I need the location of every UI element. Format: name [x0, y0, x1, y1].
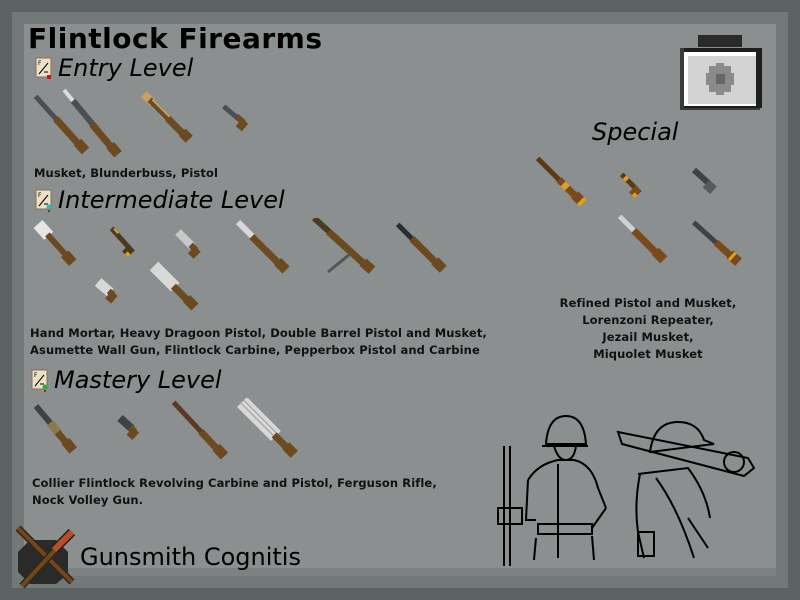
intermediate-caption-line2: Asumette Wall Gun, Flintlock Carbine, Pe…	[30, 343, 480, 357]
special-caption-line: Miquolet Musket	[593, 347, 703, 361]
collier-pistol-icon	[117, 415, 140, 441]
brass-blunderbuss-icon	[141, 91, 193, 143]
blunderbuss-icon	[62, 88, 122, 158]
entry-weapons	[33, 88, 249, 158]
refined-musket-icon	[535, 156, 587, 207]
intermediate-caption: Hand Mortar, Heavy Dragoon Pistol, Doubl…	[30, 325, 487, 359]
entry-caption: Musket, Blunderbuss, Pistol	[34, 166, 219, 180]
soldier-left	[497, 414, 607, 566]
mastery-weapons	[33, 398, 298, 460]
musket-icon	[33, 94, 90, 155]
refined-pistol-icon	[619, 172, 642, 199]
lorenzoni-repeater-icon	[691, 220, 742, 266]
special-caption-line: Jezail Musket,	[602, 330, 694, 344]
double-barrel-musket-icon	[235, 219, 290, 274]
special-weapons	[535, 156, 742, 266]
miquolet-pistol-icon	[691, 167, 717, 194]
intermediate-weapons	[33, 218, 447, 311]
crossed-guns-icon	[10, 520, 80, 590]
nock-volley-gun-icon	[237, 398, 298, 458]
soldiers-sketch	[497, 414, 756, 566]
pepperbox-pistol-icon	[94, 278, 118, 304]
svg-text:F: F	[38, 60, 42, 67]
collier-carbine-icon	[33, 404, 78, 454]
cog-icon	[676, 34, 766, 112]
recipe-scroll-icon: F	[30, 369, 50, 392]
special-caption: Refined Pistol and Musket, Lorenzoni Rep…	[556, 295, 740, 363]
section-label: Entry Level	[58, 54, 194, 82]
mastery-caption-line1: Collier Flintlock Revolving Carbine and …	[32, 476, 437, 490]
intermediate-level-header: F Intermediate Level	[34, 186, 285, 214]
hand-mortar-icon	[33, 219, 77, 266]
entry-level-header: F Entry Level	[34, 54, 193, 82]
footer-label: Gunsmith Cognitis	[80, 543, 301, 571]
pepperbox-carbine-icon	[149, 261, 199, 311]
ferguson-rifle-icon	[171, 400, 229, 460]
soldier-right	[616, 420, 756, 559]
section-label: Intermediate Level	[58, 186, 285, 214]
mastery-caption-line2: Nock Volley Gun.	[32, 493, 144, 507]
asumette-wall-gun-icon	[311, 218, 376, 274]
panel-bottom-edge	[24, 568, 776, 576]
svg-text:F: F	[34, 372, 38, 379]
section-label: Mastery Level	[54, 366, 222, 394]
jezail-musket-icon	[617, 214, 668, 264]
heavy-dragoon-pistol-icon	[109, 226, 135, 258]
special-header: Special	[592, 118, 679, 146]
special-caption-line: Lorenzoni Repeater,	[582, 313, 714, 327]
svg-text:F: F	[38, 192, 42, 199]
mastery-level-header: F Mastery Level	[30, 366, 222, 394]
mastery-caption: Collier Flintlock Revolving Carbine and …	[32, 475, 437, 509]
content-panel	[24, 24, 776, 576]
special-caption-line: Refined Pistol and Musket,	[559, 296, 737, 310]
flintlock-carbine-icon	[395, 222, 447, 273]
page-title: Flintlock Firearms	[28, 22, 323, 55]
intermediate-caption-line1: Hand Mortar, Heavy Dragoon Pistol, Doubl…	[30, 326, 487, 340]
recipe-scroll-icon: F	[34, 57, 54, 79]
pistol-icon	[222, 104, 249, 132]
double-barrel-pistol-icon	[175, 229, 201, 259]
wall-gun-stand	[327, 252, 351, 274]
recipe-scroll-icon: F	[34, 189, 54, 212]
